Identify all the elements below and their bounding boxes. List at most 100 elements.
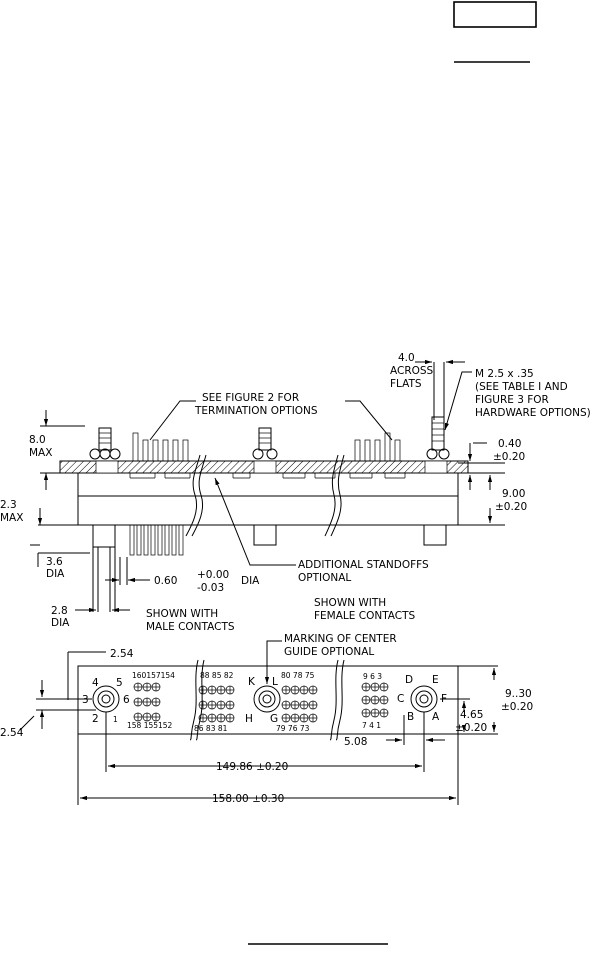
left-hardware [89,427,121,548]
termination-pins-right [354,432,401,462]
male-contacts [129,524,184,556]
letter-e: E [432,674,439,686]
dim-standoff-max-label: MAX [0,512,23,524]
contact-hole [225,685,235,695]
contact-hole [207,700,217,710]
letter-k: K [248,676,256,688]
contact-hole [216,685,226,695]
dim-inner-length: 149.86 ±0.20 [216,761,288,773]
contact-hole [299,700,309,710]
contact-hole [142,697,152,707]
contact-hole [142,712,152,722]
contact-hole [370,695,380,705]
contact-hole [225,713,235,723]
contact-hole [216,713,226,723]
dim-height-max-value: 8.0 [29,434,46,446]
contact-hole [198,685,208,695]
callout-thread-line4: HARDWARE OPTIONS) [475,407,591,419]
dim-standoff-dia-label: DIA [46,568,65,580]
note-standoffs-line2: OPTIONAL [298,572,351,584]
letter-a: A [432,711,440,723]
letter-l: L [272,676,278,688]
callout-termination-line2: TERMINATION OPTIONS [194,405,318,417]
termination-pins-left [132,432,189,462]
letter-h: H [245,713,253,725]
note-female-line1: SHOWN WITH [314,597,386,609]
letter-b: B [407,711,414,723]
page-header-box [453,1,537,28]
contact-hole [370,682,380,692]
contact-hole [281,685,291,695]
dim-pitch: 5.08 [344,736,367,748]
contact-hole [299,685,309,695]
contact-hole [299,713,309,723]
contact-hole [290,713,300,723]
contact-hole [379,708,389,718]
row-label-5: 5 [116,677,123,689]
contact-hole [379,682,389,692]
right-hardware [423,416,450,546]
dim-plate-value: 0.40 [498,438,521,450]
letter-c: C [397,693,404,705]
dim-half-height-tol: ±0.20 [455,722,487,734]
group-left-bottom: 158 155152 [127,721,173,730]
row-label-2: 2 [92,713,99,725]
note-male-line1: SHOWN WITH [146,608,218,620]
contact-hole [133,697,143,707]
row-label-3: 3 [82,694,89,706]
contact-hole [308,700,318,710]
dim-pin-dia-value: 2.8 [51,605,68,617]
callout-termination-line1: SEE FIGURE 2 FOR [202,392,299,404]
dim-body-tol: ±0.20 [495,501,527,513]
contact-hole [281,700,291,710]
dim-side-offset: 2.54 [0,727,24,739]
dim-top-offset: 2.54 [110,648,134,660]
note-female-line2: FEMALE CONTACTS [314,610,416,622]
contact-hole [361,695,371,705]
contact-hole [151,697,161,707]
contact-hole [133,712,143,722]
contact-hole [290,685,300,695]
contact-hole [281,713,291,723]
dim-body-value: 9.00 [502,488,525,500]
note-guide-line2: GUIDE OPTIONAL [284,646,374,658]
group-right-top: 9 6 3 [363,672,382,681]
center-hardware [252,427,278,546]
contact-hole [308,685,318,695]
center-guide [253,685,281,713]
dim-height-value: 9..30 [505,688,532,700]
contact-hole [142,682,152,692]
callout-flats-line2: ACROSS [390,365,434,377]
callout-thread-line2: (SEE TABLE I AND [475,381,568,393]
contact-hole [370,708,380,718]
callout-thread-line3: FIGURE 3 FOR [475,394,549,406]
dim-overall-length: 158.00 ±0.30 [212,793,284,805]
contact-hole [290,700,300,710]
row-label-6: 6 [123,694,130,706]
dim-contact-unit: DIA [241,575,260,587]
note-male-line2: MALE CONTACTS [146,621,235,633]
letter-g: G [270,713,278,725]
dim-pin-dia-label: DIA [51,617,70,629]
letter-d: D [405,674,413,686]
dim-contact-tol-minus: -0.03 [197,582,224,594]
dim-plate-tol: ±0.20 [493,451,525,463]
front-view: 160157154 158 155152 88 85 82 86 83 81 8… [0,633,533,805]
contact-hole [198,713,208,723]
group-midright-top: 80 78 75 [281,671,315,680]
contact-hole [379,695,389,705]
contact-hole [151,712,161,722]
dim-standoff-dia-value: 3.6 [46,556,63,568]
contact-hole [133,682,143,692]
row-label-4: 4 [92,677,99,689]
contact-hole [207,685,217,695]
front-outline [77,665,459,735]
group-midleft-top: 88 85 82 [200,671,234,680]
dim-contact-tol-plus: +0.00 [197,569,229,581]
note-standoffs-line1: ADDITIONAL STANDOFFS [298,559,429,571]
contact-holes [133,682,389,723]
contact-hole [198,700,208,710]
contact-hole [361,708,371,718]
note-guide-line1: MARKING OF CENTER [284,633,397,645]
